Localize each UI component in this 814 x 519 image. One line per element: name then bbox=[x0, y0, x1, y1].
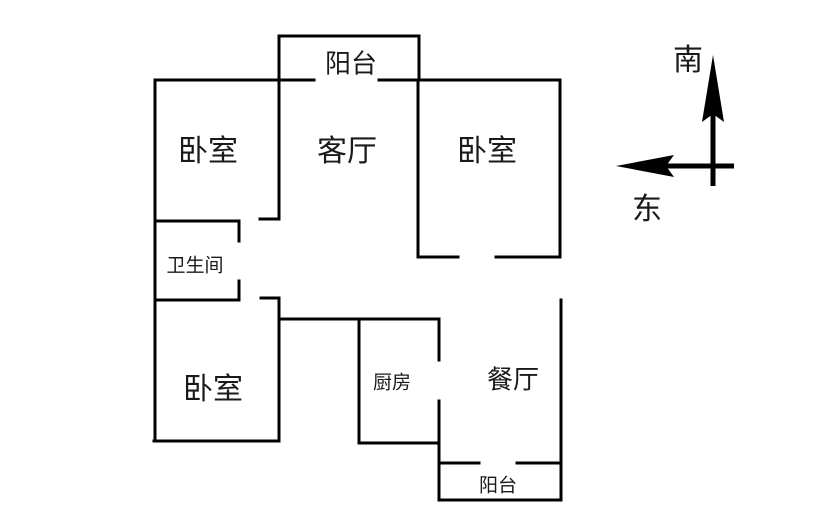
east-arrowhead-icon bbox=[616, 155, 674, 177]
room-label-bedroom-nw: 卧室 bbox=[178, 134, 238, 169]
room-label-balcony-south: 阳台 bbox=[478, 474, 518, 497]
room-label-dining-room: 餐厅 bbox=[486, 365, 540, 396]
wall-kitchen-top bbox=[277, 317, 441, 362]
wall-kitchen bbox=[357, 317, 441, 445]
room-label-balcony-north: 阳台 bbox=[324, 49, 378, 80]
room-label-bedroom-ne: 卧室 bbox=[457, 134, 517, 169]
room-label-bedroom-sw: 卧室 bbox=[183, 372, 243, 407]
room-label-living-room: 客厅 bbox=[317, 134, 377, 169]
room-label-bathroom: 卫生间 bbox=[166, 254, 224, 277]
compass-arrows bbox=[616, 55, 734, 186]
compass-label-south: 南 bbox=[673, 43, 703, 78]
wall-sw-bedroom bbox=[152, 296, 281, 443]
room-label-kitchen: 厨房 bbox=[372, 371, 412, 394]
wall-bathroom-top bbox=[153, 219, 241, 243]
wall-north-balcony bbox=[277, 34, 421, 82]
compass-label-east: 东 bbox=[632, 192, 662, 227]
wall-bathroom-bottom bbox=[153, 279, 241, 302]
wall-ne-bedroom-left bbox=[416, 78, 460, 259]
south-arrowhead-icon bbox=[702, 55, 724, 122]
wall-ne-bedroom-right bbox=[494, 78, 562, 259]
wall-nw-bedroom-right bbox=[258, 78, 281, 221]
